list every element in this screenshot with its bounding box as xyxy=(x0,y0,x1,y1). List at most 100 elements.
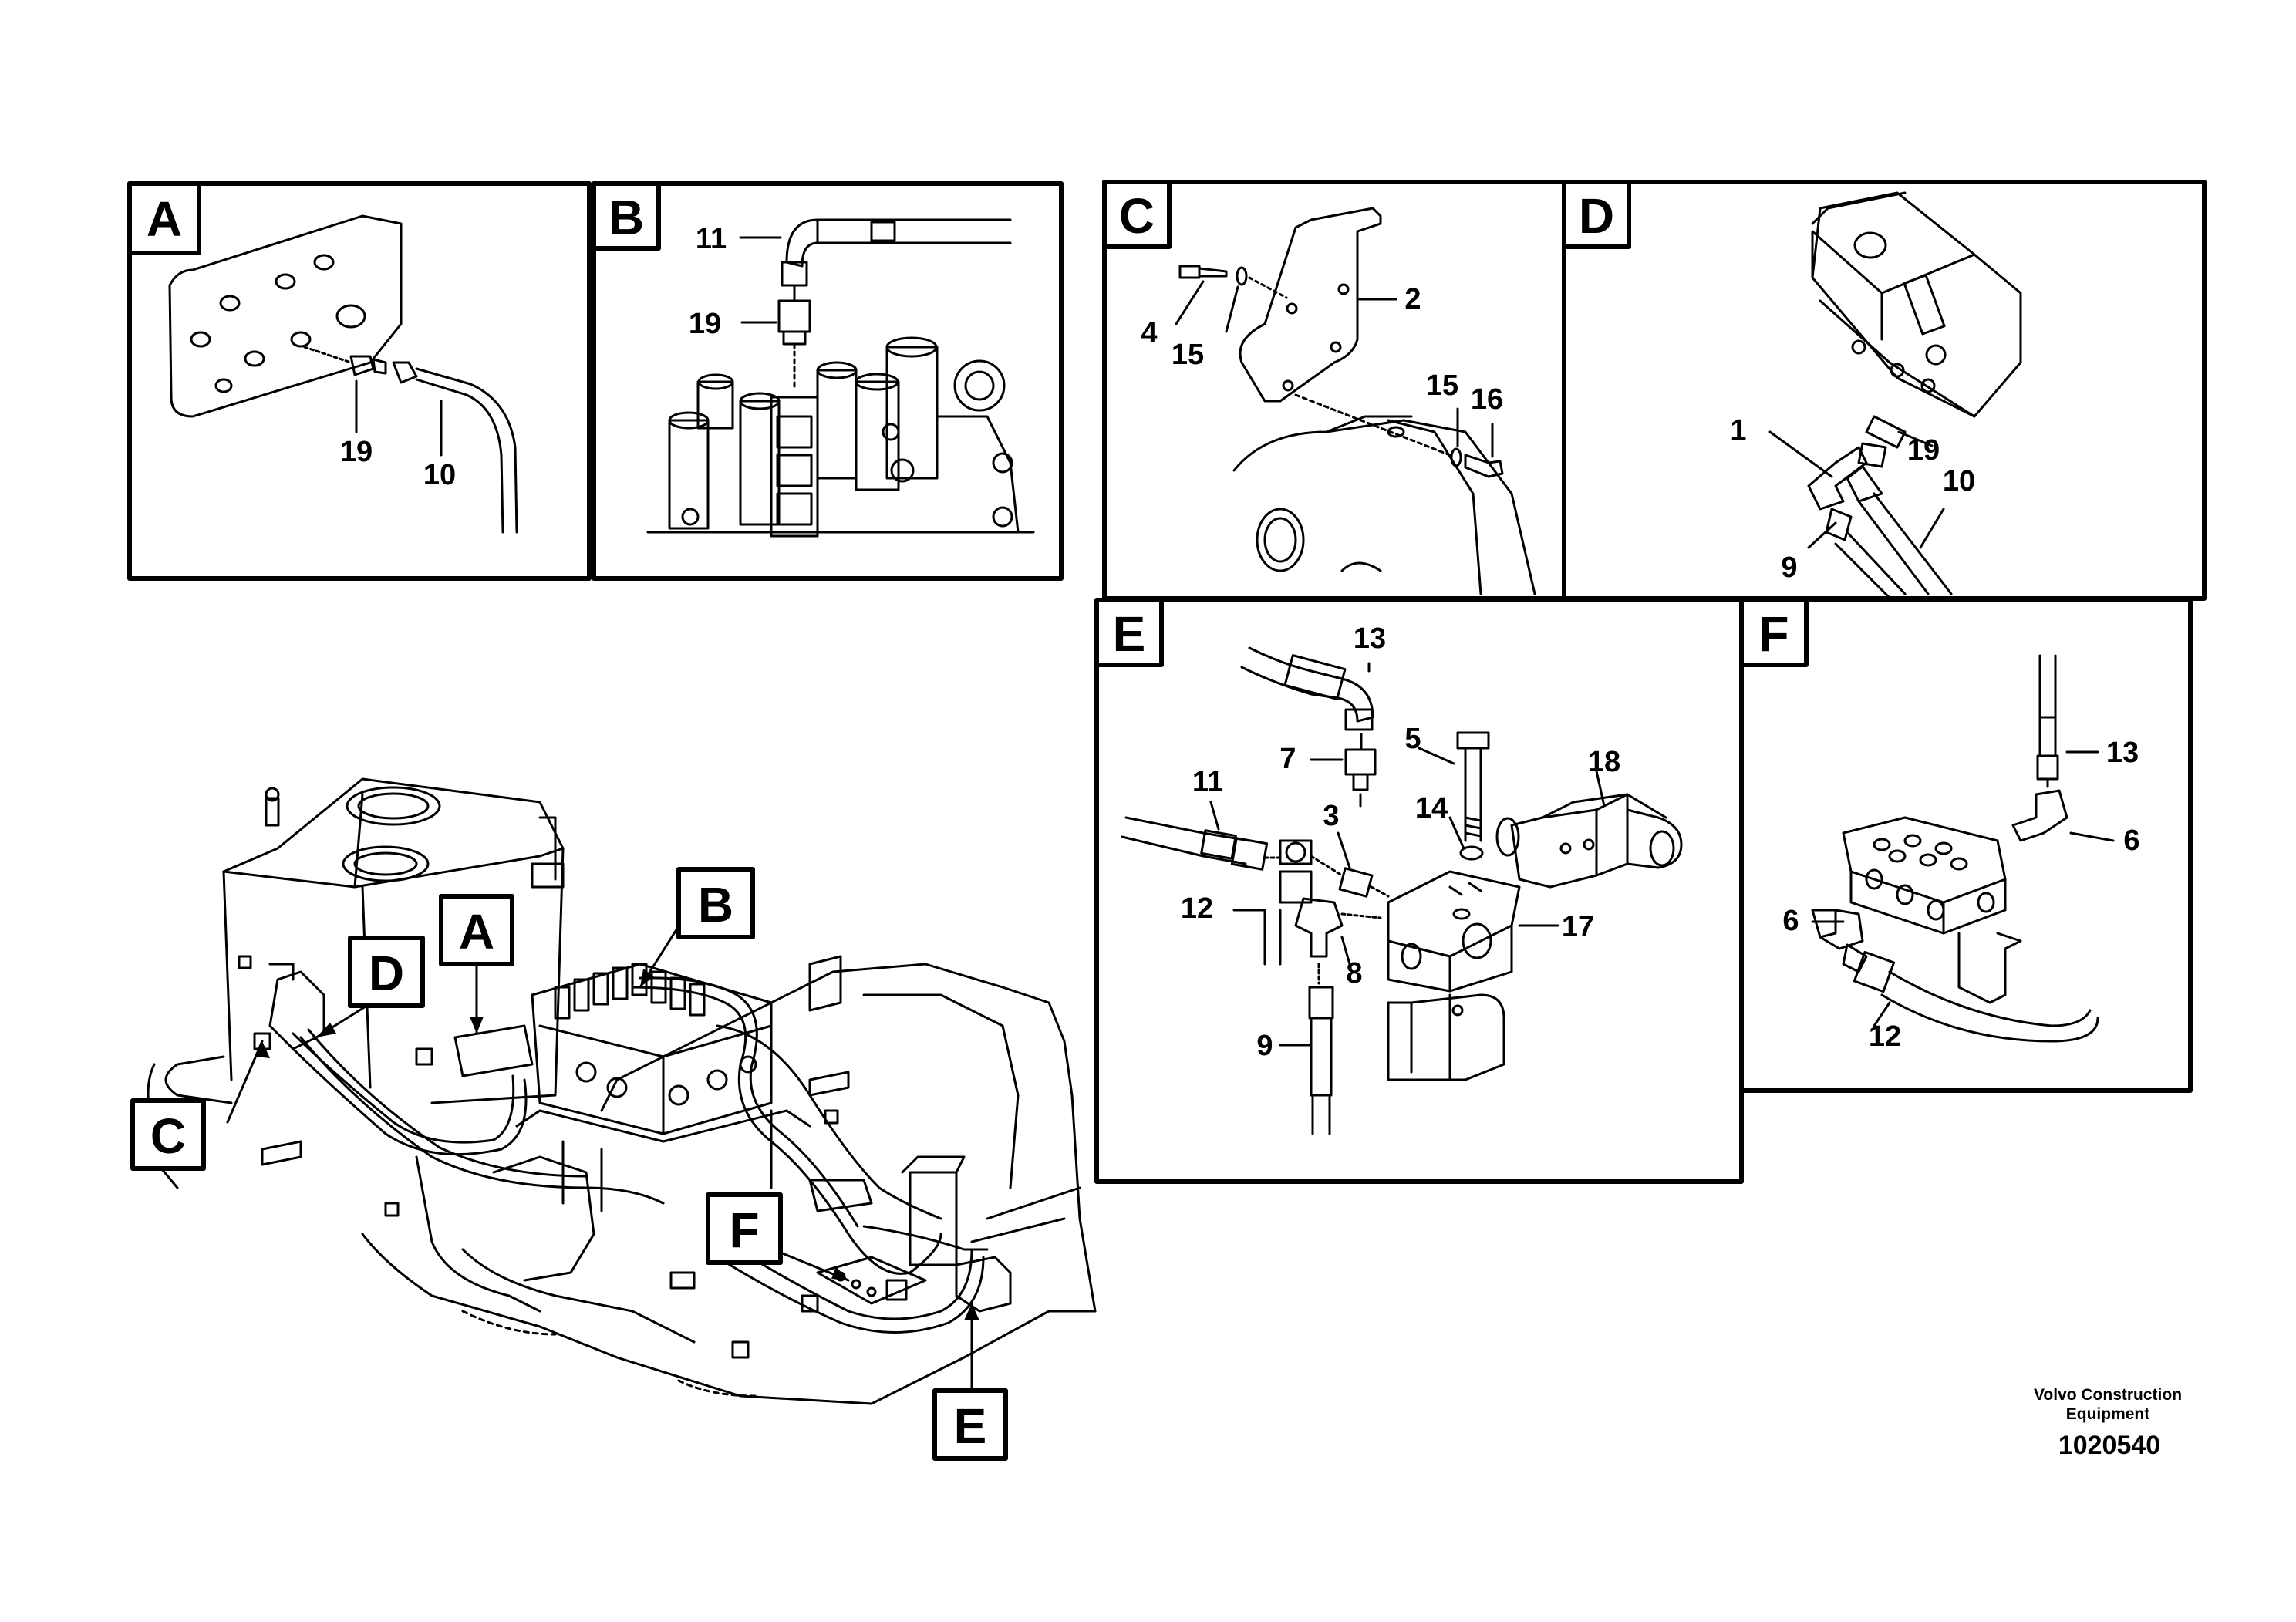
callout-c-15-right: 15 xyxy=(1426,369,1458,402)
callout-a-10: 10 xyxy=(423,459,456,491)
hose-10 xyxy=(415,367,518,534)
callout-e-3: 3 xyxy=(1323,800,1339,832)
tee-8 xyxy=(1294,897,1344,958)
overview-label-box-d xyxy=(348,936,425,1008)
pressure-switch xyxy=(1811,191,2022,418)
panel-letter-b: B xyxy=(609,190,644,245)
valve-block-17 xyxy=(1387,870,1544,993)
washer-15 xyxy=(1236,266,1248,286)
panel-letter-f: F xyxy=(1758,606,1789,662)
callout-d-1: 1 xyxy=(1730,414,1746,447)
overview-label-box-f xyxy=(706,1192,783,1265)
panel-f xyxy=(1739,598,2193,1093)
callout-b-19: 19 xyxy=(689,308,721,340)
overview-label-a: A xyxy=(459,904,494,959)
callout-f-13: 13 xyxy=(2106,737,2139,769)
overview-hose-2 xyxy=(299,1036,665,1205)
machine-frame xyxy=(1232,419,1536,595)
callout-c-16: 16 xyxy=(1471,383,1503,416)
hose-fitting-9 xyxy=(1825,508,1853,541)
distribution-block xyxy=(1842,816,2007,935)
solenoid-valve-18 xyxy=(1495,770,1683,889)
bolt-5 xyxy=(1456,731,1490,750)
panel-c-letter-box xyxy=(1102,180,1172,249)
overview-label-e: E xyxy=(954,1398,987,1454)
overview-hose-3 xyxy=(631,986,942,1275)
overview-control-valve xyxy=(515,963,811,1212)
overview-machine xyxy=(147,777,1097,1405)
control-valve-stack xyxy=(646,336,1035,538)
callout-e-5: 5 xyxy=(1404,723,1421,755)
panel-f-letter-box xyxy=(1739,598,1809,667)
callout-d-10: 10 xyxy=(1943,465,1975,497)
company-name-line1: Volvo Construction xyxy=(2034,1386,2182,1404)
callout-e-17: 17 xyxy=(1562,911,1594,943)
panel-e xyxy=(1094,598,1744,1184)
elbow-6-right xyxy=(2011,789,2068,842)
hose-fitting-10 xyxy=(392,361,418,384)
elbow-1 xyxy=(1807,446,1868,511)
overview-label-box-b xyxy=(676,867,755,939)
figure-number: 1020540 xyxy=(2058,1431,2160,1460)
overview-label-f: F xyxy=(729,1202,759,1258)
callout-e-12: 12 xyxy=(1181,892,1213,925)
overview-label-c: C xyxy=(150,1108,186,1164)
callout-f-6-left: 6 xyxy=(1782,905,1799,937)
callout-c-4: 4 xyxy=(1141,317,1157,349)
panel-a-frame xyxy=(127,181,592,581)
callout-c-15: 15 xyxy=(1172,339,1204,371)
bracket-2 xyxy=(1239,207,1382,403)
panel-a-letter-box xyxy=(127,181,201,255)
panel-letter-c: C xyxy=(1119,188,1155,244)
callout-b-11: 11 xyxy=(696,223,727,255)
panel-letter-e: E xyxy=(1113,606,1146,662)
panel-d-letter-box xyxy=(1562,180,1631,249)
company-name-line2: Equipment xyxy=(2066,1405,2150,1423)
callout-e-13: 13 xyxy=(1354,622,1386,655)
washer-14 xyxy=(1459,845,1484,861)
hose-13 xyxy=(1248,646,1344,680)
overview-label-box-c xyxy=(130,1098,206,1171)
callout-e-9: 9 xyxy=(1256,1030,1273,1062)
elbow-11 xyxy=(785,218,819,268)
callout-f-12: 12 xyxy=(1869,1020,1901,1053)
bolt-4 xyxy=(1178,265,1201,279)
overview-label-d: D xyxy=(369,946,404,1001)
callout-f-6-right: 6 xyxy=(2123,824,2139,857)
elbow-13 xyxy=(1337,677,1374,723)
panel-letter-d: D xyxy=(1579,188,1614,244)
overview-valve-e xyxy=(955,1256,1012,1313)
panel-d xyxy=(1562,180,2207,601)
panel-a xyxy=(127,181,592,581)
callout-e-7: 7 xyxy=(1279,743,1296,775)
elbow-6-left xyxy=(1819,909,1864,950)
panel-b-letter-box xyxy=(592,181,661,251)
callout-c-2: 2 xyxy=(1404,283,1421,315)
adapter-19 xyxy=(777,299,811,333)
panel-b xyxy=(592,181,1064,581)
overview-manifold-f xyxy=(816,1256,927,1305)
overview-plate-a xyxy=(453,1024,534,1077)
hose-fitting-12 xyxy=(1853,950,1896,993)
callout-d-19: 19 xyxy=(1907,434,1940,467)
panel-letter-a: A xyxy=(147,191,182,247)
callout-a-19: 19 xyxy=(340,436,373,468)
panel-e-letter-box xyxy=(1094,598,1164,667)
overview-label-box-e xyxy=(932,1388,1008,1461)
callout-e-8: 8 xyxy=(1346,957,1362,990)
callout-e-18: 18 xyxy=(1588,746,1620,778)
hose-fitting-9 xyxy=(1308,986,1334,1020)
callout-e-11: 11 xyxy=(1192,766,1223,798)
adapter-19 xyxy=(1865,415,1907,449)
hose-13 xyxy=(2038,654,2057,719)
panel-e-frame xyxy=(1094,598,1744,1184)
fitting-3 xyxy=(1338,867,1374,898)
fitting-7 xyxy=(1344,748,1377,776)
mounting-plate xyxy=(168,214,403,418)
panel-f-frame xyxy=(1739,598,2193,1093)
hydraulic-tank xyxy=(222,777,565,1104)
panel-b-frame xyxy=(592,181,1064,581)
callout-e-14: 14 xyxy=(1415,792,1448,824)
overview-label-box-a xyxy=(439,894,514,966)
